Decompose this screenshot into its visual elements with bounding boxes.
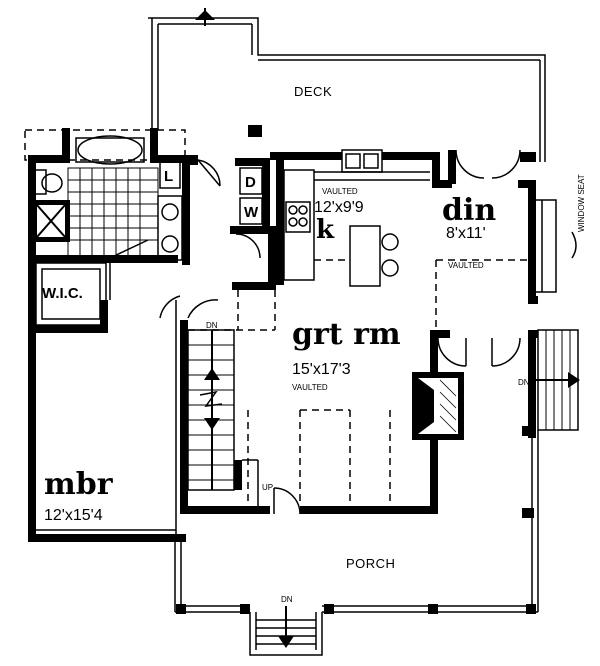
east-stairs-label: DN — [518, 378, 530, 387]
interior-stairs — [187, 299, 259, 506]
master-bedroom — [36, 295, 181, 534]
great-room-name: grt rm — [292, 317, 401, 352]
tile-floor — [67, 167, 159, 261]
window-seat-label: WINDOW SEAT — [577, 174, 586, 232]
kitchen-note: VAULTED — [322, 187, 358, 196]
dining-name: din — [442, 193, 496, 228]
deck — [148, 8, 546, 162]
stairs-down-label: DN — [206, 321, 218, 330]
dining — [435, 149, 528, 330]
porch-stair-label: DN — [281, 595, 293, 604]
dining-dims: 8'x11' — [446, 225, 486, 242]
walk-in-closet — [28, 255, 111, 333]
kitchen-dims: 12'x9'9 — [314, 199, 364, 216]
great-room-dims: 15'x17'3 — [292, 361, 351, 378]
laundry — [159, 155, 276, 290]
dining-note: VAULTED — [448, 261, 484, 270]
deck-label: DECK — [294, 84, 332, 99]
mbr-dims: 12'x15'4 — [44, 507, 103, 524]
washer-label: W — [244, 204, 259, 221]
wic-label: W.I.C. — [42, 285, 83, 302]
porch — [174, 426, 539, 656]
mbr-name: mbr — [44, 467, 114, 502]
great-room — [188, 290, 521, 515]
laundry-label: L — [164, 168, 173, 185]
great-room-note: VAULTED — [292, 383, 328, 392]
porch-label: PORCH — [346, 556, 395, 571]
stairs-up-label: UP — [262, 483, 273, 492]
east-stairs — [532, 329, 580, 431]
porch-stair-arrow — [278, 636, 294, 648]
dryer-label: D — [245, 174, 256, 191]
window-seat — [536, 199, 577, 293]
kitchen — [276, 149, 430, 287]
bathroom — [24, 129, 190, 265]
kitchen-name: k — [316, 215, 335, 245]
